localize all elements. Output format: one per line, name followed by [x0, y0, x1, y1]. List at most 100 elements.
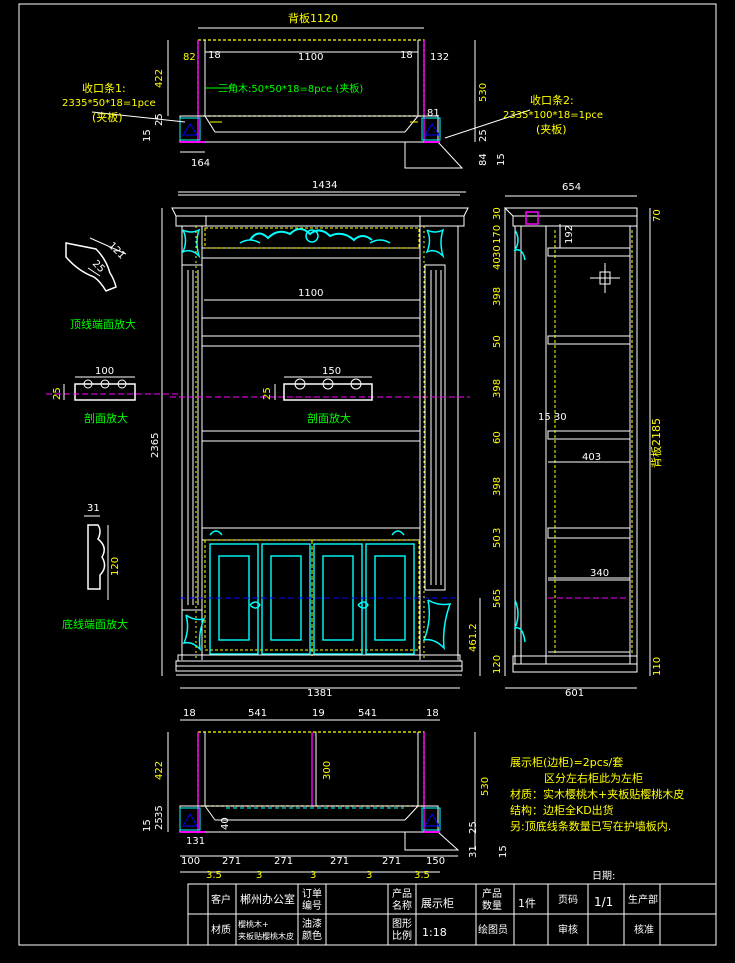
bottom-dim-271c: 271 — [330, 856, 349, 867]
dim-2365: 2365 — [150, 433, 161, 458]
dim-422-top: 422 — [154, 69, 165, 88]
bottom-small-3a: 3 — [256, 870, 262, 881]
section1-label: 剖面放大 — [84, 411, 128, 425]
side-dim-170: 170 — [492, 225, 503, 244]
side-dim-30a: 30 — [492, 207, 503, 220]
bottom-small-3b: 3 — [310, 870, 316, 881]
dim-25-b: 25 — [154, 817, 165, 830]
dim-15-top: 15 — [142, 129, 153, 142]
dim-1100-mid: 1100 — [298, 288, 323, 299]
detail-sections — [46, 237, 373, 600]
trim1-size: 2335*50*18=1pce — [62, 98, 156, 109]
dim-192: 192 — [564, 225, 575, 244]
date-label: 日期: — [592, 870, 615, 882]
side-dim-50a: 50 — [492, 335, 503, 348]
bottom-dim-271d: 271 — [382, 856, 401, 867]
tb-qty-value: 1件 — [518, 897, 536, 910]
front-elevation — [161, 191, 481, 689]
trim2-note: (夹板) — [536, 122, 567, 136]
tb-order-label-1: 订单 — [302, 888, 322, 900]
dim-1100-top: 1100 — [298, 52, 323, 63]
tb-order-label-2: 编号 — [302, 899, 322, 912]
dim-601: 601 — [565, 688, 584, 699]
dim-31-br: 31 — [468, 845, 479, 858]
dim-1530: 15 30 — [538, 412, 567, 423]
dim-15-r: 15 — [496, 153, 507, 166]
tb-client-value: 郴州办公室 — [240, 892, 295, 906]
side-dim-40: 40 — [492, 257, 503, 270]
dim-25-s2: 25 — [262, 387, 273, 400]
dim-300: 300 — [322, 761, 333, 780]
side-dim-398b: 398 — [492, 379, 503, 398]
dim-15-br: 15 — [498, 845, 509, 858]
dim-25-top: 25 — [154, 113, 165, 126]
note-line-3: 材质：实木樱桃木+夹板贴樱桃木皮 — [510, 787, 684, 801]
dim-110: 110 — [652, 657, 663, 676]
tb-scale-value: 1:18 — [422, 926, 447, 939]
tb-product-label-1: 产品 — [392, 887, 412, 900]
bottom-dim-19: 19 — [312, 708, 325, 719]
dim-18-tl: 18 — [208, 50, 221, 61]
bottom-small-3-5a: 3.5 — [206, 870, 222, 881]
dim-1381: 1381 — [307, 688, 332, 699]
tb-scale-label-1: 图形 — [392, 918, 412, 930]
note-line-1: 展示柜(边柜)=2pcs/套 — [510, 756, 623, 769]
dim-25-r: 25 — [478, 129, 489, 142]
dim-25-s1: 25 — [52, 387, 63, 400]
back-panel-side-label: 背板2185 — [649, 418, 663, 468]
tb-client-label: 客户 — [211, 893, 231, 906]
dim-132: 132 — [430, 52, 449, 63]
dim-530-top: 530 — [478, 83, 489, 102]
back-panel-top-label: 背板1120 — [288, 11, 338, 25]
dim-422-b: 422 — [154, 761, 165, 780]
tb-drafter-label: 绘图员 — [478, 923, 508, 936]
section2-label: 剖面放大 — [307, 411, 351, 425]
tb-page-label: 页码 — [558, 894, 578, 906]
bottom-dim-18b: 18 — [426, 708, 439, 719]
dim-340: 340 — [590, 568, 609, 579]
dim-25-br: 25 — [468, 821, 479, 834]
side-elevation — [503, 195, 651, 689]
bottom-dim-150: 150 — [426, 856, 445, 867]
dim-40: 40 — [220, 817, 231, 830]
tb-material-value-1: 樱桃木+ — [238, 919, 269, 929]
dim-82: 82 — [183, 52, 196, 63]
trim2-size: 2335*100*18=1pce — [503, 110, 603, 121]
side-dim-50b: 50 — [492, 535, 503, 548]
note-line-2: 区分左右柜此为左柜 — [544, 771, 643, 785]
side-dim-60: 60 — [492, 431, 503, 444]
trim1-title: 收口条1: — [82, 81, 126, 95]
tb-qty-label-1: 产品 — [482, 887, 502, 900]
dim-18-tr: 18 — [400, 50, 413, 61]
side-dim-120: 120 — [492, 655, 503, 674]
dim-81: 81 — [427, 108, 440, 119]
bottom-dim-271b: 271 — [274, 856, 293, 867]
base-label: 底线端面放大 — [62, 617, 128, 631]
tb-material-label: 材质 — [211, 923, 231, 936]
dim-530-b: 530 — [480, 777, 491, 796]
bottom-dim-541b: 541 — [358, 708, 377, 719]
dim-403: 403 — [582, 452, 601, 463]
tb-approve-label: 核准 — [634, 923, 654, 936]
side-dim-3: 3 — [492, 528, 503, 534]
tb-production-label: 生产部 — [628, 893, 658, 906]
bottom-small-3-5b: 3.5 — [414, 870, 430, 881]
dim-461: 461.2 — [468, 623, 479, 652]
dim-1434: 1434 — [312, 180, 337, 191]
tb-scale-label-2: 比例 — [392, 929, 412, 942]
note-line-5: 另:顶底线条数量已写在护墙板内. — [510, 819, 671, 833]
tb-product-value: 展示柜 — [421, 897, 454, 910]
dim-15-b: 15 — [142, 819, 153, 832]
top-plan-view — [91, 27, 531, 169]
bottom-dim-100: 100 — [181, 856, 200, 867]
side-dim-398c: 398 — [492, 477, 503, 496]
crown-label: 顶线端面放大 — [70, 317, 136, 331]
side-dim-30b: 30 — [492, 245, 503, 258]
note-line-4: 结构：边柜全KD出货 — [510, 803, 614, 817]
dim-120-base: 120 — [110, 557, 121, 576]
tb-paint-label-2: 颜色 — [302, 929, 322, 942]
tb-page-value: 1/1 — [594, 895, 613, 909]
tb-review-label: 审核 — [558, 923, 578, 936]
dim-131: 131 — [186, 836, 205, 847]
